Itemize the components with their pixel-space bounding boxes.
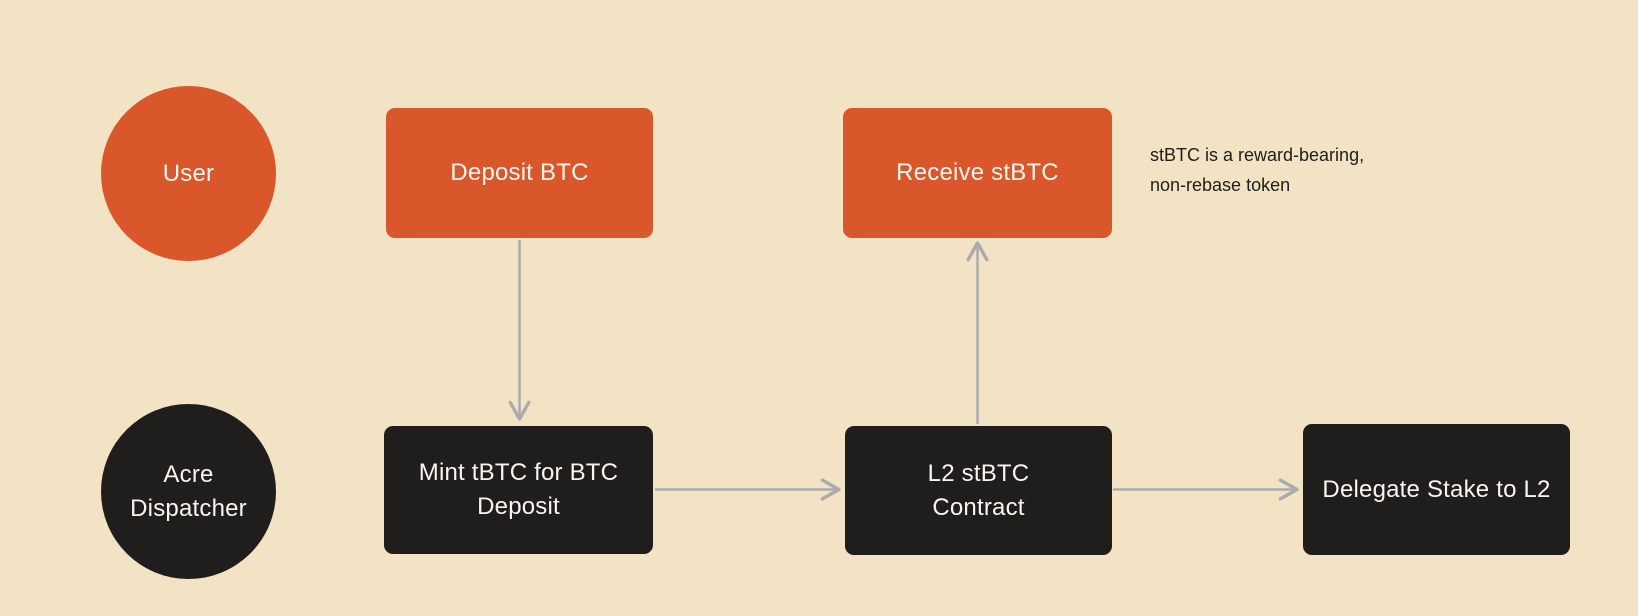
node-label-line: L2 stBTC — [927, 459, 1030, 487]
annotation-note: stBTC is a reward-bearing, non-rebase to… — [1150, 140, 1364, 200]
node-l2-stbtc-contract: L2 stBTC Contract — [845, 426, 1112, 555]
node-label-line: Contract — [932, 493, 1025, 521]
node-label-line: Dispatcher — [130, 494, 247, 522]
node-mint-tbtc: Mint tBTC for BTC Deposit — [384, 426, 653, 554]
node-label-line: Receive stBTC — [896, 159, 1059, 186]
node-label-line: Deposit — [477, 493, 560, 520]
node-user: User — [101, 86, 276, 261]
annotation-line: stBTC is a reward-bearing, — [1150, 145, 1365, 165]
node-delegate-stake: Delegate Stake to L2 — [1303, 424, 1570, 555]
node-label-line: Mint tBTC for BTC — [418, 459, 619, 486]
node-label-line: Deposit BTC — [450, 159, 589, 186]
node-deposit-btc: Deposit BTC — [386, 108, 653, 238]
node-label-line: Delegate Stake to L2 — [1322, 475, 1551, 503]
node-acre-dispatcher: Acre Dispatcher — [101, 404, 276, 579]
node-receive-stbtc: Receive stBTC — [843, 108, 1112, 238]
node-label-line: User — [162, 159, 215, 187]
node-label-line: Acre — [163, 460, 214, 488]
annotation-line: non-rebase token — [1150, 175, 1291, 195]
